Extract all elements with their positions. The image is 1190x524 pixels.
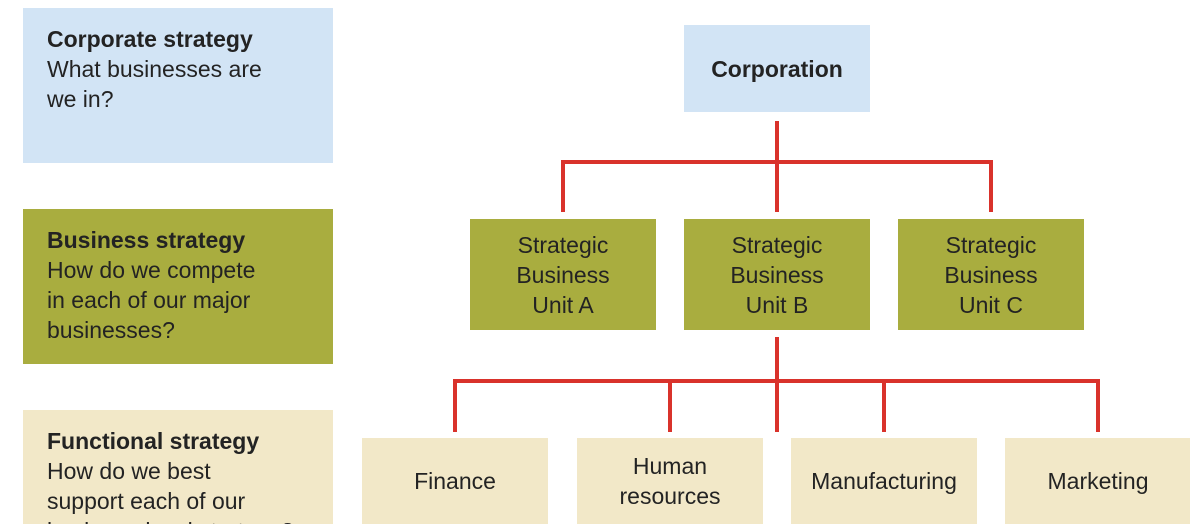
manufacturing-node: Manufacturing [791, 438, 977, 524]
corporate-strategy-question: What businesses are we in? [47, 56, 262, 112]
functional-strategy-question: How do we best support each of our busin… [47, 458, 294, 524]
business-strategy-title: Business strategy [47, 227, 246, 253]
sbu-b-node: Strategic Business Unit B [684, 219, 870, 330]
marketing-node: Marketing [1005, 438, 1190, 524]
business-strategy-question: How do we compete in each of our major b… [47, 257, 256, 343]
human-resources-node: Human resources [577, 438, 763, 524]
sbu-c-node: Strategic Business Unit C [898, 219, 1084, 330]
business-strategy-box: Business strategy How do we compete in e… [23, 209, 333, 364]
functional-strategy-box: Functional strategy How do we best suppo… [23, 410, 333, 524]
functional-strategy-title: Functional strategy [47, 428, 260, 454]
corporation-node: Corporation [684, 25, 870, 112]
corporate-strategy-title: Corporate strategy [47, 26, 253, 52]
corporate-strategy-box: Corporate strategy What businesses are w… [23, 8, 333, 163]
sbu-a-node: Strategic Business Unit A [470, 219, 656, 330]
finance-node: Finance [362, 438, 548, 524]
